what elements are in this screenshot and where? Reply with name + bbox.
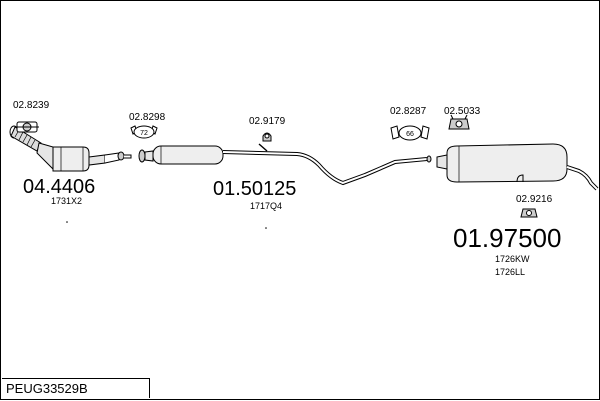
hanger-a-code: 02.9179 <box>249 116 286 127</box>
rear-silencer-code: 01.97500 <box>453 223 561 253</box>
clamp-b-size: 72 <box>140 130 148 137</box>
middle-silencer-drawing[interactable] <box>138 145 432 186</box>
reference-code-box: PEUG33529B <box>2 378 150 398</box>
clamp-b-drawing[interactable]: 72 <box>130 125 158 139</box>
rear-silencer-oe-1: 1726KW <box>495 254 530 264</box>
front-catalyst-drawing[interactable] <box>9 125 132 172</box>
clamp-c-size: 66 <box>406 131 414 138</box>
clamp-c-drawing[interactable]: 66 <box>390 125 430 141</box>
clamp-a-drawing[interactable] <box>15 121 39 133</box>
hanger-b-code: 02.5033 <box>444 106 481 117</box>
clamp-c-code: 02.8287 <box>390 106 427 117</box>
marker-dot <box>66 221 68 223</box>
front-catalyst-code: 04.4406 <box>23 176 95 198</box>
clamp-a-code: 02.8239 <box>13 100 50 111</box>
middle-silencer-code: 01.50125 <box>213 178 296 200</box>
rear-silencer-oe-2: 1726LL <box>495 267 525 277</box>
reference-code: PEUG33529B <box>6 381 88 396</box>
hanger-c-drawing[interactable] <box>520 208 538 218</box>
hanger-b-drawing[interactable] <box>448 114 470 130</box>
rear-silencer-drawing[interactable] <box>436 143 599 191</box>
hanger-a-drawing[interactable] <box>258 132 272 152</box>
hanger-c-code: 02.9216 <box>516 194 553 205</box>
front-catalyst-oe: 1731X2 <box>51 196 82 206</box>
middle-silencer-oe: 1717Q4 <box>250 201 282 211</box>
marker-dot <box>265 227 267 229</box>
clamp-b-code: 02.8298 <box>129 112 166 123</box>
